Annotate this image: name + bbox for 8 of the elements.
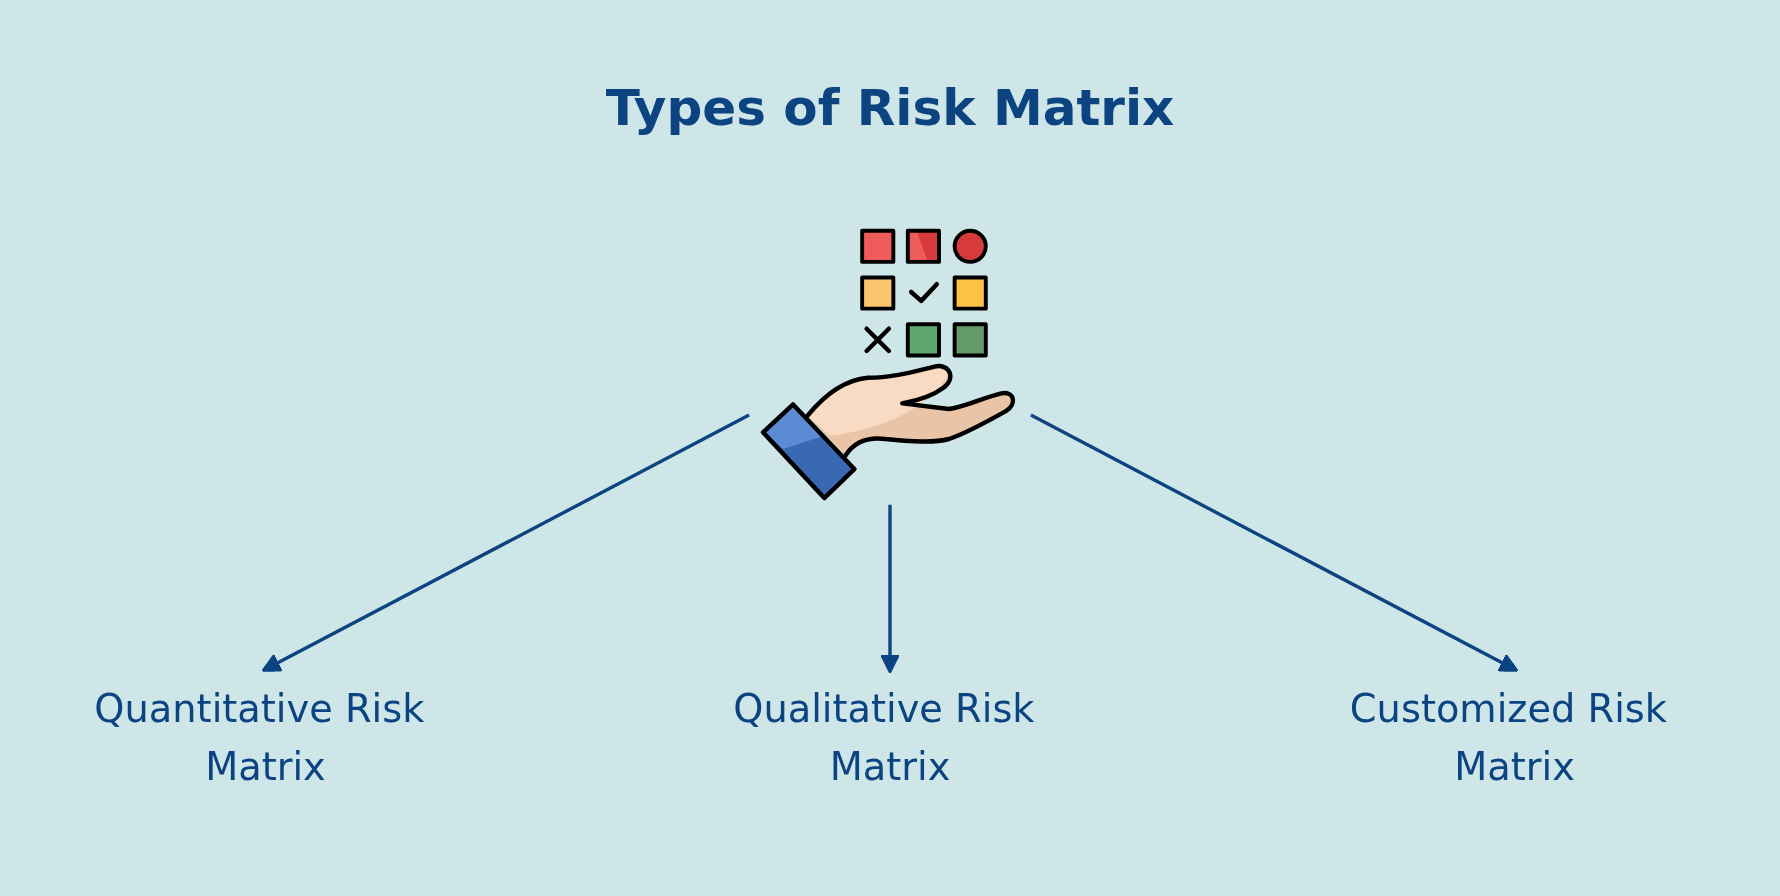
node-label: Quantitative Risk Matrix [94, 686, 425, 789]
arrow [261, 413, 750, 672]
arrow [880, 504, 900, 674]
node-label: Customized Risk Matrix [1349, 686, 1667, 789]
title: Types of Risk Matrix [605, 78, 1175, 138]
node-label: Qualitative Risk Matrix [733, 686, 1035, 789]
hand-holding-grid-illustration [760, 228, 1016, 501]
arrow [1030, 413, 1519, 672]
